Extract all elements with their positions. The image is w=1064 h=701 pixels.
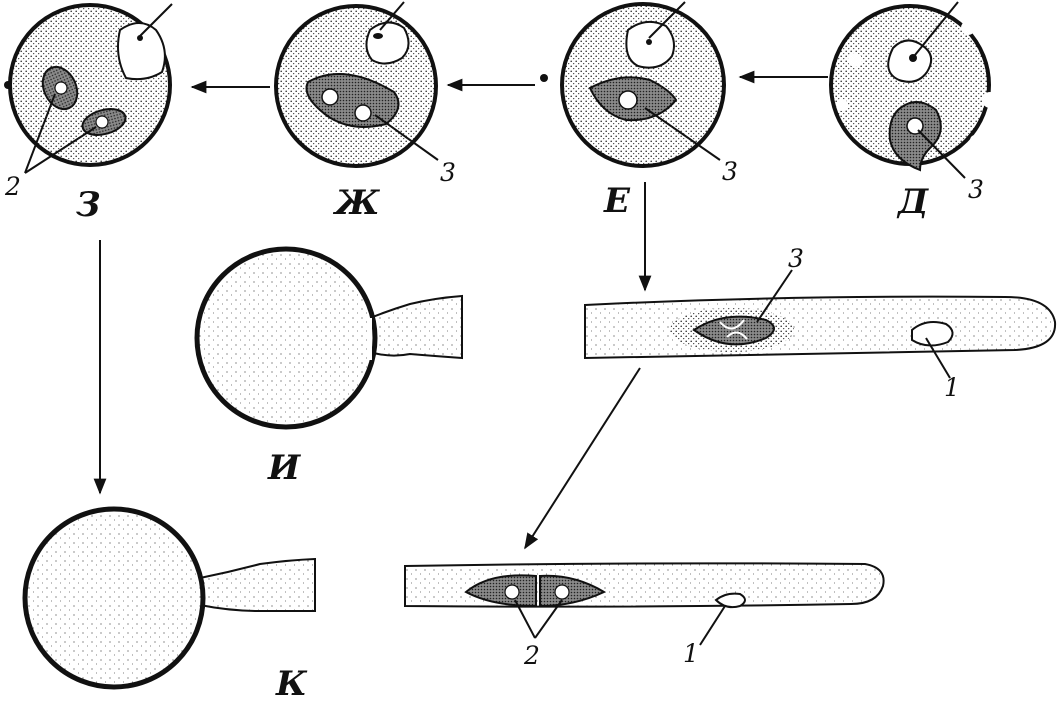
panel-e-cell [540,2,724,166]
label-zh-3: 3 [440,158,456,187]
panel-i-grain [197,249,462,427]
panel-zh-cell [276,2,438,166]
label-tube-lower-1: 1 [683,639,699,668]
tube-upper [585,270,1055,378]
panel-label-zh: Ж [332,183,380,223]
label-z-2: 2 [4,172,21,201]
label-tube-lower-2: 2 [523,641,540,670]
panel-d-cell [831,2,998,178]
panel-label-k: К [275,664,308,701]
label-d-3: 3 [968,175,984,204]
panel-label-d: Д [896,182,929,222]
label-tube-upper-3: 3 [788,244,804,273]
label-e-3: 3 [722,157,738,186]
arrow-tube-to-tube [525,368,640,548]
panel-label-i: И [267,448,301,488]
panel-label-z: З [76,185,101,225]
panel-k-grain [25,509,315,687]
label-tube-upper-1: 1 [944,373,960,402]
panel-label-e: Е [603,181,631,221]
panel-z-cell [4,4,172,173]
tube-lower [405,563,884,645]
